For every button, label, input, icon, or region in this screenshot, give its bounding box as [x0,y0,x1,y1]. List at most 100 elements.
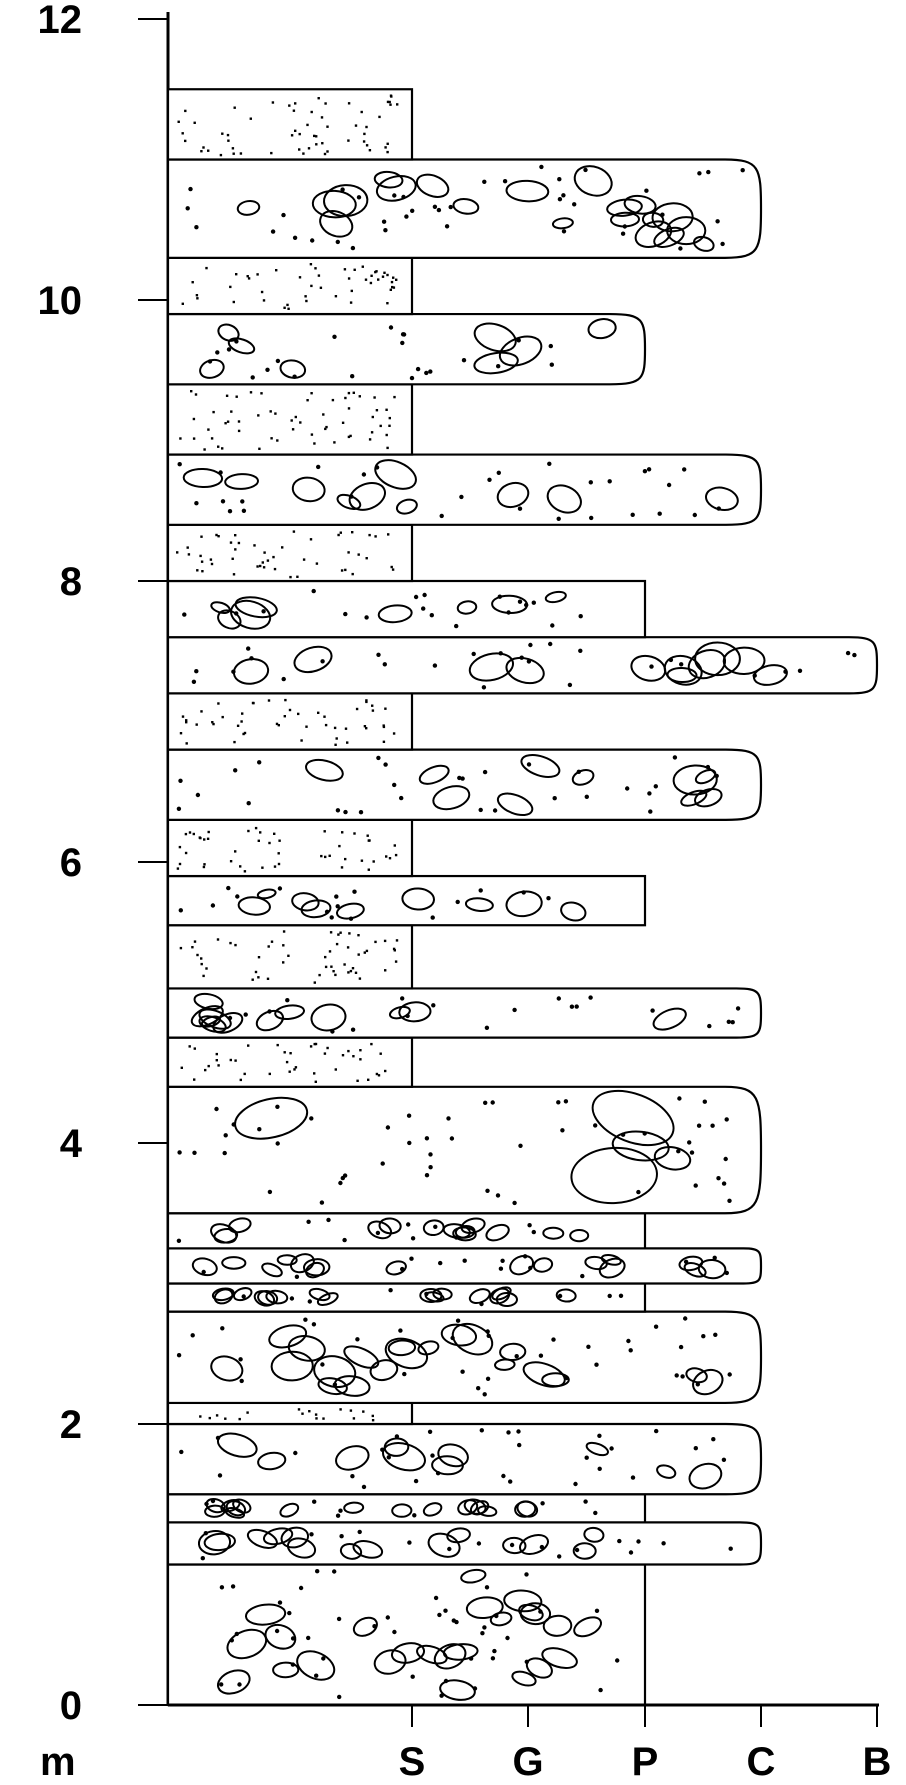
sand-grain [307,147,311,150]
matrix-grain [381,219,387,224]
sand-grain [237,420,241,423]
matrix-grain [648,809,653,814]
sand-grain [297,1408,301,1411]
sand-grain [357,953,360,956]
matrix-grain [706,169,711,175]
sand-grain [352,1055,355,1058]
bed [166,1563,647,1707]
sand-grain [385,855,388,858]
sand-grain [192,437,196,440]
clast [641,211,665,228]
clast [692,235,715,252]
matrix-grain [241,508,247,513]
sand-grain [232,573,236,576]
sand-grain [363,951,366,954]
matrix-grain [220,499,226,504]
matrix-grain [727,1198,732,1204]
sand-grain [262,299,266,302]
clast [583,1526,605,1543]
sand-grain [188,831,192,834]
matrix-grain [683,1259,689,1265]
matrix-grain [597,1433,602,1439]
clast [653,1146,692,1171]
sand-grain [251,978,254,981]
clast [388,1005,411,1020]
matrix-grain [646,467,652,472]
sand-grain [300,739,303,742]
sand-grain [353,268,356,271]
sand-grain [221,132,224,135]
matrix-grain [388,1288,393,1293]
matrix-grain [683,1316,688,1321]
bed [166,1282,647,1313]
sand-grain [373,396,376,399]
clast [385,1260,407,1276]
sand-grain [323,1052,327,1055]
matrix-grain [336,1616,342,1622]
matrix-grain [226,347,232,352]
sand-grain [283,1051,286,1054]
matrix-grain [380,1161,385,1166]
matrix-grain [485,1376,491,1382]
sand-grain [293,1068,296,1071]
matrix-grain [580,1273,585,1279]
clast [440,1323,478,1347]
bed-outline [166,748,763,821]
matrix-grain [692,512,697,518]
clast [216,1669,251,1695]
matrix-grain [490,1656,496,1661]
matrix-grain [578,648,583,653]
sand-grain [315,143,318,146]
sand-grain [315,135,318,138]
sand-grain [330,965,333,968]
clast [343,1501,365,1514]
sand-grain [313,981,316,984]
sand-grain [364,278,368,281]
matrix-grain [257,760,262,765]
matrix-grain [531,600,536,605]
sand-grain [382,740,386,743]
sand-grain [254,970,258,974]
matrix-grain [450,1335,455,1341]
clast [211,1287,235,1302]
matrix-grain [275,1104,280,1110]
sand-grain [310,433,314,436]
sand-grain [386,150,389,154]
clast [514,1500,537,1518]
matrix-grain [332,1382,338,1387]
matrix-grain [630,512,635,517]
sand-grain [392,276,395,279]
clast [587,318,617,340]
matrix-grain [382,662,387,667]
sand-grain [365,125,368,129]
matrix-grain [626,1338,631,1344]
sand-grain [346,946,350,949]
clast [398,1001,432,1023]
matrix-grain [410,1236,416,1241]
sand-grain [363,132,366,136]
matrix-grain [494,1613,499,1619]
sand-grain [179,946,183,950]
matrix-grain [217,1473,223,1478]
matrix-grain [405,1013,410,1019]
sand-grain [185,719,188,722]
matrix-grain [584,794,589,799]
sand-grain [278,839,281,842]
sand-grain [291,428,295,431]
sand-grain [349,969,353,973]
matrix-grain [482,1392,487,1397]
clast [437,1443,469,1468]
matrix-grain [437,1612,442,1618]
matrix-grain [385,1125,391,1130]
matrix-grain [711,1437,716,1442]
clast [722,646,766,676]
matrix-grain [625,786,630,791]
matrix-grain [481,685,487,690]
matrix-grain [561,229,567,234]
sand-grain [357,934,360,937]
matrix-grain [424,1291,429,1297]
matrix-grain [574,1004,579,1009]
matrix-grain [410,1674,415,1679]
matrix-grain [392,193,397,198]
clast [198,1008,232,1030]
